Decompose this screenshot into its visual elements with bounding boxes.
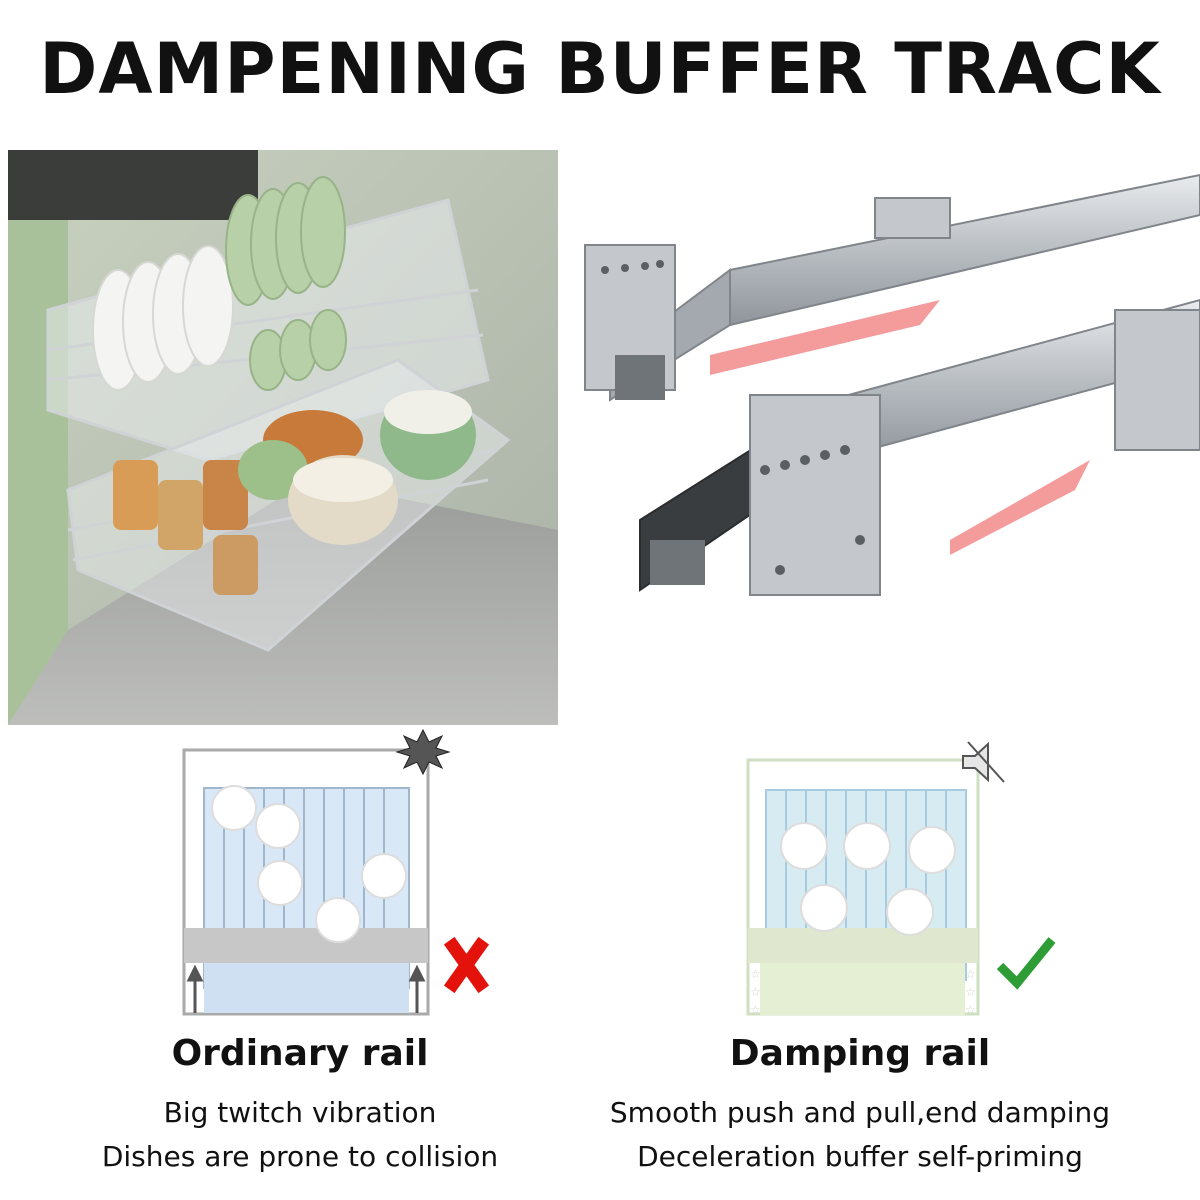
ordinary-rail-diagram (182, 728, 490, 1016)
muted-speaker-icon (962, 741, 1005, 783)
ordinary-rail-heading: Ordinary rail (171, 1033, 429, 1074)
rail-arrow-lower (950, 460, 1090, 555)
svg-text:☆: ☆ (750, 985, 761, 999)
rail-arrow-upper (710, 300, 940, 375)
basket-photo (8, 150, 558, 725)
damping-rail-line-2: Deceleration buffer self-priming (637, 1140, 1083, 1173)
svg-text:☆: ☆ (750, 1003, 761, 1017)
damping-rail-diagram: ☆ ☆ ☆ ☆ ☆ ☆ (746, 741, 1056, 1017)
rail-illustration (584, 173, 1200, 596)
collision-burst-icon (395, 728, 451, 776)
ordinary-rail-line-1: Big twitch vibration (163, 1096, 437, 1129)
svg-text:☆: ☆ (965, 985, 976, 999)
svg-text:☆: ☆ (965, 1003, 976, 1017)
damping-rail-line-1: Smooth push and pull,end damping (609, 1096, 1111, 1129)
ordinary-rail-line-2: Dishes are prone to collision (101, 1140, 499, 1173)
red-x-icon (443, 936, 490, 994)
page-title: DAMPENING BUFFER TRACK (39, 28, 1161, 110)
damping-rail-heading: Damping rail (729, 1033, 991, 1074)
svg-text:☆: ☆ (750, 967, 761, 981)
green-check-icon (996, 937, 1056, 990)
svg-text:☆: ☆ (965, 967, 976, 981)
